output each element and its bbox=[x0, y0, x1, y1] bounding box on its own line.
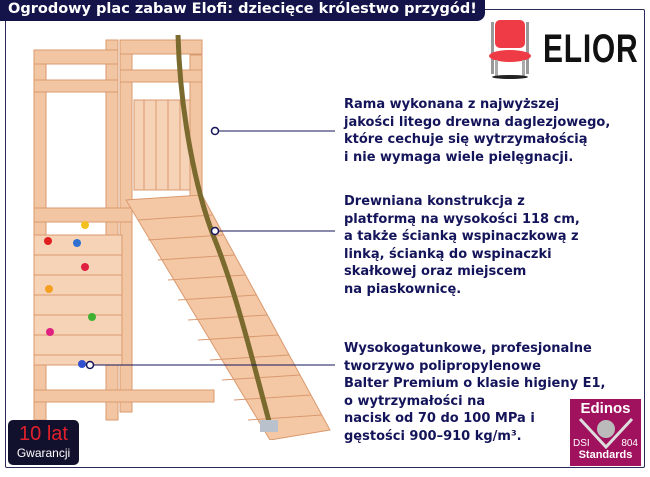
feature-line: które cechuje się wytrzymałością bbox=[344, 132, 588, 147]
certificate-right: 804 bbox=[621, 438, 638, 449]
brand-logo: ELIOR bbox=[487, 18, 650, 80]
feature-line: i nie wymaga wiele pielęgnacji. bbox=[344, 149, 574, 165]
feature-material: Wysokogatunkowe, profesjonalne tworzywo … bbox=[344, 340, 605, 445]
feature-line: na piaskownicę. bbox=[344, 281, 462, 297]
feature-line: Rama wykonana z najwyższej bbox=[344, 97, 560, 112]
certificate-badge: Edinos DSI 804 Standards bbox=[570, 399, 641, 466]
feature-line: Drewniana konstrukcja z bbox=[344, 194, 525, 209]
certificate-name: Edinos bbox=[580, 400, 631, 417]
feature-line: platformą na wysokości 118 cm, bbox=[344, 211, 580, 227]
feature-line: o wytrzymałości na bbox=[344, 393, 486, 409]
feature-line: tworzywo polipropylenowe bbox=[344, 358, 541, 374]
warranty-badge: 10 lat Gwarancji bbox=[8, 420, 79, 465]
feature-construction: Drewniana konstrukcja z platformą na wys… bbox=[344, 193, 580, 298]
certificate-v-icon bbox=[578, 417, 633, 449]
chair-icon bbox=[489, 20, 531, 79]
feature-line: skałkowej oraz miejscem bbox=[344, 264, 527, 279]
feature-line: Balter Premium o klasie higieny E1, bbox=[344, 376, 606, 391]
feature-line: nacisk od 70 do 100 MPa i bbox=[344, 411, 535, 426]
page-title: Ogrodowy plac zabaw Elofi: dziecięce kró… bbox=[0, 0, 485, 21]
brand-name: ELIOR bbox=[543, 26, 639, 71]
warranty-label: Gwarancji bbox=[16, 446, 71, 460]
warranty-years: 10 lat bbox=[19, 423, 68, 445]
certificate-label: Standards bbox=[578, 449, 633, 461]
feature-line: a także ścianką wspinaczkową z bbox=[344, 229, 579, 244]
feature-wood-frame: Rama wykonana z najwyższej jakości liteg… bbox=[344, 96, 610, 166]
certificate-left: DSI bbox=[573, 438, 590, 449]
playset-illustration bbox=[33, 34, 331, 440]
feature-line: gęstości 900–910 kg/m³. bbox=[344, 428, 522, 444]
feature-line: jakości litego drewna daglezjowego, bbox=[344, 114, 611, 130]
feature-line: linką, ścianką do wspinaczki bbox=[344, 246, 552, 262]
feature-line: Wysokogatunkowe, profesjonalne bbox=[344, 341, 592, 356]
